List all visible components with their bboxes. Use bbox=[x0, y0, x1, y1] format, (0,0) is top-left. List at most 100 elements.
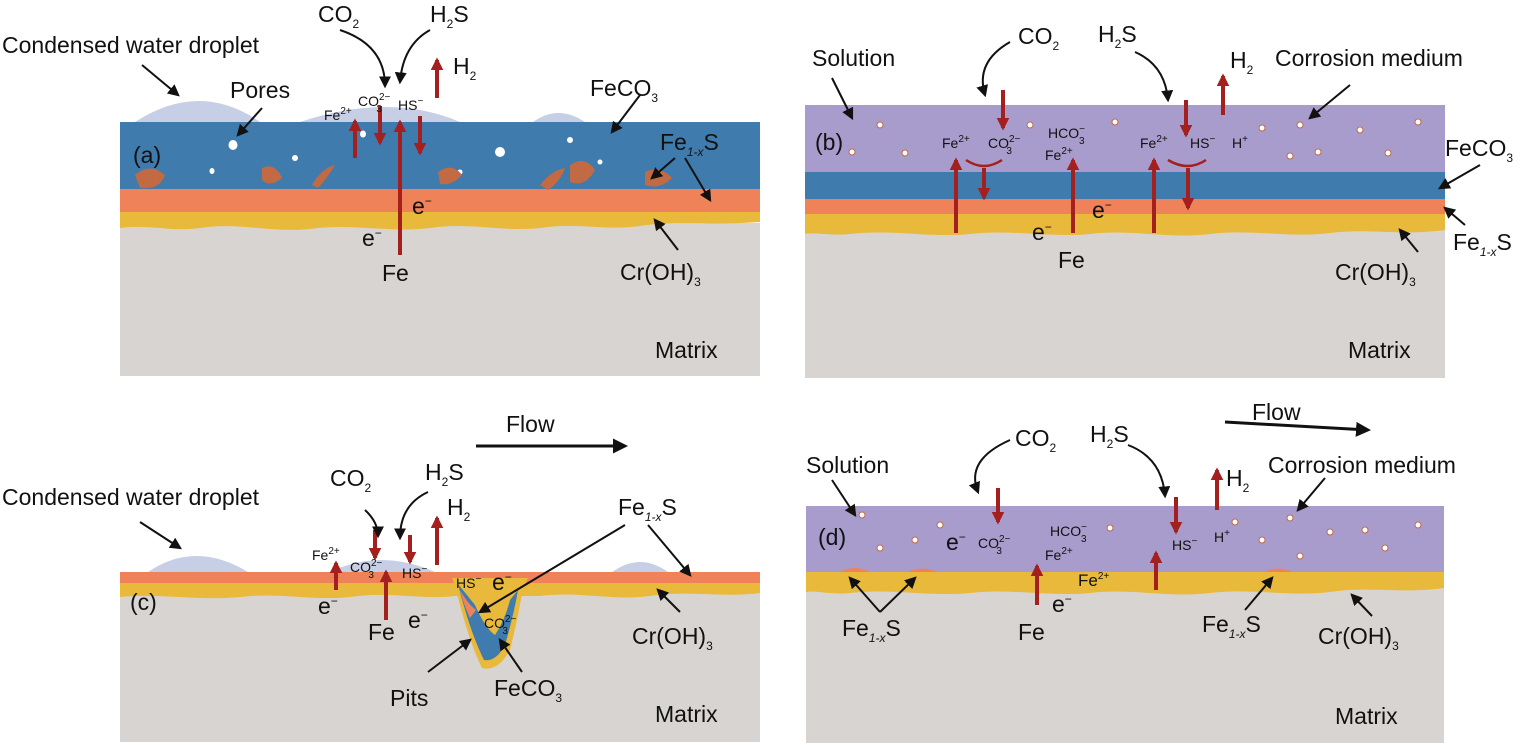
fe2-ion: Fe2+ bbox=[312, 546, 340, 563]
fe1xs-particles bbox=[135, 161, 672, 190]
panel-label-d: (d) bbox=[818, 524, 846, 550]
h2-label: H2 bbox=[1230, 47, 1254, 77]
electron-1: e− bbox=[412, 193, 432, 219]
matrix-label: Matrix bbox=[655, 701, 718, 727]
leader-arrows-a bbox=[141, 29, 712, 251]
pit-fe1xs bbox=[460, 590, 476, 618]
croh3-label: Cr(OH)3 bbox=[1318, 623, 1399, 653]
h2s-label: H2S bbox=[1098, 21, 1137, 51]
cr-oh3-layer bbox=[120, 582, 760, 599]
droplet-middle bbox=[330, 560, 435, 572]
co3-ion: CO2−3 bbox=[988, 134, 1021, 157]
h-ion: H+ bbox=[1232, 134, 1248, 151]
electron-2: e− bbox=[408, 607, 428, 633]
reaction-arrows-a bbox=[348, 57, 444, 255]
leader-arrows-b bbox=[831, 41, 1481, 253]
electron-pit: e− bbox=[492, 569, 512, 595]
electron-1: e− bbox=[1092, 197, 1112, 223]
hs-ion: HS− bbox=[1190, 134, 1215, 151]
panel-label-b: (b) bbox=[815, 129, 843, 155]
feco3-label: FeCO3 bbox=[494, 675, 562, 705]
pits-label: Pits bbox=[390, 685, 428, 711]
hs-ion: HS− bbox=[1172, 536, 1197, 553]
solution-layer bbox=[805, 105, 1445, 172]
flow-label: Flow bbox=[506, 411, 555, 437]
co3-ion: CO2−3 bbox=[358, 92, 391, 115]
panel-d: Flow CO2 H2S Solution H2 Corrosion mediu… bbox=[806, 399, 1456, 743]
reaction-arrows-d bbox=[991, 467, 1224, 605]
solution-label: Solution bbox=[812, 45, 895, 71]
reaction-arrows-b bbox=[949, 73, 1230, 233]
fe1xs-deposit-3 bbox=[1265, 568, 1292, 572]
medium-label: Corrosion medium bbox=[1268, 452, 1456, 478]
matrix-layer bbox=[120, 223, 760, 376]
droplet-label: Condensed water droplet bbox=[2, 484, 260, 510]
fe1xs-label: Fe1-xS bbox=[1453, 229, 1512, 259]
fe1xs-label-1: Fe1-xS bbox=[842, 615, 901, 645]
hs-ion: HS− bbox=[398, 96, 423, 113]
solution-particles bbox=[848, 118, 1422, 160]
solution-label: Solution bbox=[806, 452, 889, 478]
electron-2: e− bbox=[1052, 591, 1072, 617]
co3-ion: CO2−3 bbox=[350, 558, 383, 581]
solution-particles bbox=[858, 511, 1422, 560]
fe2-ion-2: Fe2+ bbox=[1078, 571, 1109, 590]
fe1xs-layer bbox=[120, 188, 760, 212]
fe1xs-label: Fe1-xS bbox=[660, 129, 719, 159]
h-ion: H+ bbox=[1214, 528, 1230, 545]
h2-label: H2 bbox=[1226, 465, 1250, 495]
leader-arrows-d bbox=[831, 420, 1373, 617]
droplet-left bbox=[135, 101, 260, 122]
droplet-right bbox=[612, 562, 668, 572]
fe2-ion-1: Fe2+ bbox=[942, 134, 970, 151]
h2s-label: H2S bbox=[425, 459, 464, 489]
cr-oh3-layer bbox=[120, 210, 760, 230]
matrix-layer bbox=[806, 588, 1444, 743]
feco3-layer bbox=[805, 172, 1445, 199]
fe1xs-deposit-2 bbox=[908, 568, 938, 572]
fe-label: Fe bbox=[1058, 247, 1085, 273]
electron-1: e− bbox=[318, 593, 338, 619]
hs-ion-1: HS− bbox=[402, 564, 427, 581]
leader-arrows-c bbox=[139, 438, 692, 673]
croh3-label: Cr(OH)3 bbox=[1335, 259, 1416, 289]
fe2-ion-2: Fe2+ bbox=[1045, 146, 1073, 163]
pores-label: Pores bbox=[230, 77, 290, 103]
co2-label: CO2 bbox=[330, 465, 372, 495]
panel-label-c: (c) bbox=[130, 589, 157, 615]
matrix-layer bbox=[120, 590, 760, 742]
droplet-label: Condensed water droplet bbox=[2, 32, 260, 58]
electron-2: e− bbox=[1032, 219, 1052, 245]
fe1xs-label-2: Fe1-xS bbox=[1202, 611, 1261, 641]
co3-ion: CO2−3 bbox=[978, 534, 1011, 557]
co2-label: CO2 bbox=[318, 1, 360, 31]
medium-label: Corrosion medium bbox=[1275, 45, 1463, 71]
matrix-label: Matrix bbox=[655, 337, 718, 363]
fe-label: Fe bbox=[368, 619, 395, 645]
h2-label: H2 bbox=[447, 494, 471, 524]
droplet-left bbox=[148, 556, 248, 572]
fe1xs-deposit-1 bbox=[840, 568, 870, 572]
fe-label: Fe bbox=[1018, 619, 1045, 645]
fe2-ion-1: Fe2+ bbox=[1045, 546, 1073, 563]
hs-ion-2: HS− bbox=[456, 574, 481, 591]
electron-2: e− bbox=[362, 225, 382, 251]
reaction-arrows-c bbox=[329, 515, 444, 620]
fe2-ion: Fe2+ bbox=[324, 106, 352, 123]
matrix-label: Matrix bbox=[1348, 337, 1411, 363]
matrix-layer bbox=[805, 230, 1445, 378]
cr-oh3-layer bbox=[805, 212, 1445, 236]
solution-layer bbox=[806, 506, 1444, 572]
fe-label: Fe bbox=[382, 260, 409, 286]
co3-ion-pit: CO2−3 bbox=[484, 614, 517, 637]
panel-b: Solution CO2 H2S H2 Corrosion medium (b)… bbox=[805, 21, 1513, 378]
hco3-ion: HCO−3 bbox=[1048, 124, 1085, 147]
matrix-label: Matrix bbox=[1335, 703, 1398, 729]
fe2-ion-3: Fe2+ bbox=[1140, 134, 1168, 151]
fe1xs-label: Fe1-xS bbox=[618, 494, 677, 524]
croh3-label: Cr(OH)3 bbox=[620, 259, 701, 289]
fe1xs-layer bbox=[120, 572, 760, 583]
h2s-label: H2S bbox=[430, 1, 469, 31]
electron-1: e− bbox=[946, 529, 966, 555]
